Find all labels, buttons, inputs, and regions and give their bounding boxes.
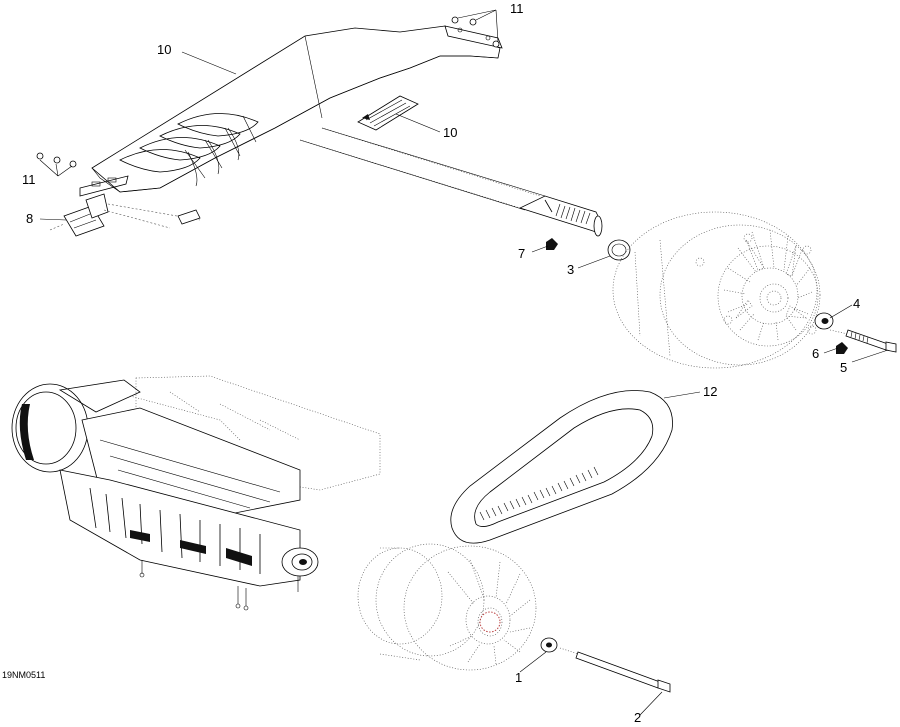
guard-hinge: [444, 25, 503, 49]
engine-ribs: [89, 487, 261, 574]
nut-7: [546, 238, 558, 250]
leader-lines: [39, 9, 889, 716]
shaft-splines: [555, 203, 591, 225]
driven-pulley: [612, 211, 821, 369]
drive-belt: [450, 390, 673, 544]
washer-1: [540, 637, 558, 653]
callout-7: 7: [518, 246, 525, 261]
screws-11-left: [36, 152, 77, 168]
guard-fastener: [177, 209, 201, 225]
callout-3: 3: [567, 262, 574, 277]
figure-code: 19NM0511: [2, 670, 45, 680]
engine: [11, 375, 381, 611]
callout-6: 6: [812, 346, 819, 361]
callout-10-guard: 10: [157, 42, 171, 57]
callout-11-top: 11: [510, 1, 524, 16]
bolt-5: [829, 329, 897, 353]
pulley-spokes: [723, 229, 813, 341]
callout-5: 5: [840, 360, 847, 375]
guard-vents: [119, 113, 259, 187]
drive-pulley-spokes: [447, 559, 531, 665]
nut-6: [836, 342, 848, 354]
belt-teeth: [479, 466, 599, 521]
belt-guard: [79, 25, 501, 197]
callout-11-left: 11: [22, 172, 36, 187]
driven-shaft: [299, 127, 603, 237]
bolt-2: [559, 647, 671, 693]
washer-3: [607, 239, 631, 261]
callout-12: 12: [703, 384, 717, 399]
callout-1: 1: [515, 670, 522, 685]
callout-8: 8: [26, 211, 33, 226]
callout-10-decal: 10: [443, 125, 457, 140]
callout-2: 2: [634, 710, 641, 725]
bracket-8: [49, 193, 201, 237]
washer-4: [814, 312, 834, 330]
callouts: 11 10 10 11 8 7 3 4 6 5 12 1 2 19NM0511: [2, 1, 860, 725]
screws-11-top: [451, 16, 500, 48]
callout-4: 4: [853, 296, 860, 311]
warning-decal: [357, 95, 419, 131]
drive-pulley: [357, 543, 537, 671]
